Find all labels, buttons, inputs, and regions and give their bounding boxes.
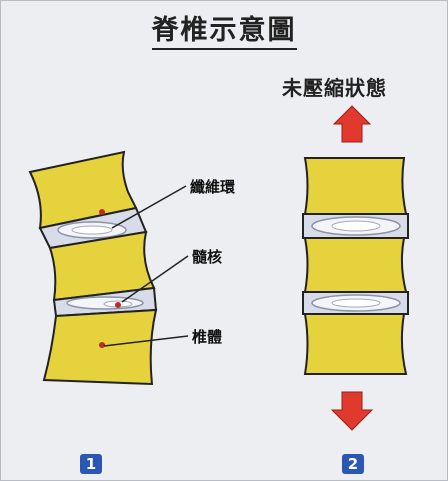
- leader-nucleus: [121, 255, 189, 303]
- leader-vertebral-body: [103, 335, 189, 347]
- right-vertebra-bottom: [303, 313, 408, 375]
- left-vertebra-top: [28, 150, 138, 230]
- right-vertebra-top: [303, 157, 408, 215]
- leader-fibrous-ring: [111, 185, 187, 229]
- arrow-up-icon: [332, 105, 372, 143]
- nucleus-dot-mid: [115, 302, 121, 308]
- nucleus-dot-body: [99, 342, 105, 348]
- label-vertebral-body: 椎體: [192, 328, 223, 346]
- label-fibrous-ring: 纖維環: [190, 178, 236, 196]
- label-nucleus: 髓核: [192, 248, 223, 266]
- arrow-down-icon: [330, 391, 374, 431]
- nucleus-dot-top: [99, 209, 105, 215]
- left-spine: [28, 150, 189, 386]
- diagram-title: 脊椎示意圖: [0, 8, 448, 50]
- right-vertebra-middle: [303, 237, 408, 293]
- badge-1: 1: [80, 454, 102, 474]
- badge-2: 2: [342, 454, 364, 474]
- right-spine: [302, 157, 409, 375]
- state-label: 未壓縮狀態: [282, 76, 387, 100]
